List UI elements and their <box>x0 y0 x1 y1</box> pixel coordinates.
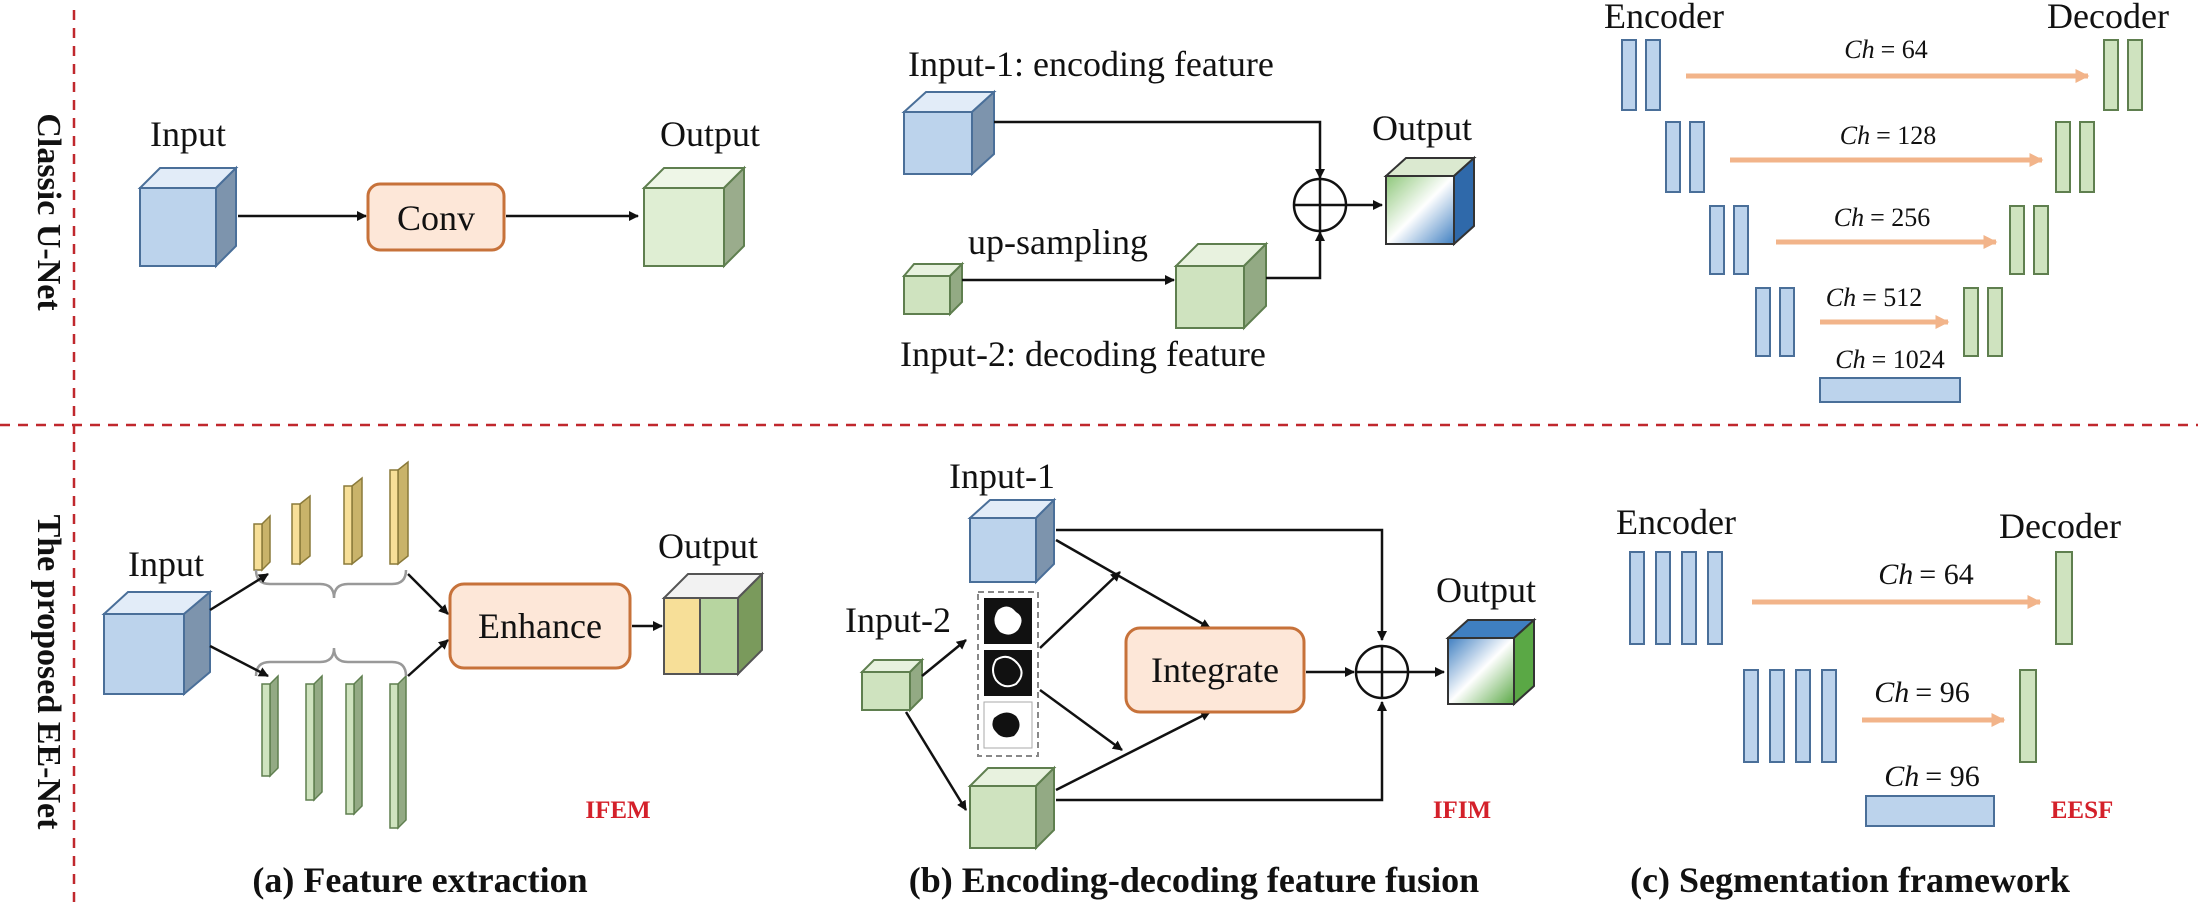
caption-a: (a) Feature extraction <box>252 860 587 900</box>
b-bot-sum-node <box>1354 644 1410 700</box>
b-bot-input2-label: Input-2 <box>845 600 951 640</box>
ifim-tag: IFIM <box>1433 797 1491 824</box>
b-top-sum-node <box>1292 177 1348 233</box>
c-top-ch-64: Ch= 64 <box>1844 35 1928 64</box>
a-top-input-cube <box>137 165 239 269</box>
c-bot-skip-arrows <box>1752 595 2042 727</box>
b-bot-output-cube <box>1445 617 1537 707</box>
b-bot-arrow-edge-down <box>1039 688 1123 752</box>
c-bot-encoder-label: Encoder <box>1616 502 1736 542</box>
b-bot-input2-cube <box>859 657 925 713</box>
b-top-path-input1 <box>994 120 1325 179</box>
b-top-output-cube <box>1383 155 1477 247</box>
c-bot-ch-64: Ch= 64 <box>1878 558 1973 591</box>
c-top-ch-1024: Ch= 1024 <box>1835 345 1945 374</box>
c-bot-encoder-bars <box>1629 551 1995 827</box>
a-bot-arrow-join-down <box>407 639 449 677</box>
conv-block: Conv <box>366 182 506 252</box>
c-top-encoder-label: Encoder <box>1604 0 1724 36</box>
c-top-ch-128: Ch= 128 <box>1840 121 1937 150</box>
a-bot-arrow-down <box>209 644 269 678</box>
a-bot-arrow-up <box>209 572 269 612</box>
b-bot-path-in1-sum <box>1056 528 1387 641</box>
c-top-ch-512: Ch= 512 <box>1826 283 1923 312</box>
c-bot-ch-96-a: Ch= 96 <box>1874 676 1969 709</box>
b-top-input2-label: Input-2: decoding feature <box>900 334 1266 374</box>
b-bot-output-label: Output <box>1436 570 1536 610</box>
b-top-output-label: Output <box>1372 108 1472 148</box>
a-bot-output-label: Output <box>658 526 758 566</box>
a-bot-output-cube <box>661 571 765 677</box>
b-top-path-input2 <box>1266 231 1325 280</box>
b-bot-arrow-in2-down <box>904 711 968 811</box>
edge-map-stack <box>977 591 1039 757</box>
b-bot-arrow-dec-integrate <box>1055 710 1211 792</box>
b-bot-arrow-in2-up <box>921 639 967 677</box>
svg-text:Enhance: Enhance <box>478 606 602 646</box>
b-top-upsampling-label: up-sampling <box>968 222 1148 262</box>
caption-c: (c) Segmentation framework <box>1630 860 2070 900</box>
row-label-classic: Classic U-Net <box>30 113 67 311</box>
upper-brace <box>254 569 408 599</box>
yellow-feature-bars <box>253 460 409 572</box>
svg-text:Integrate: Integrate <box>1151 650 1279 690</box>
b-bot-input1-label: Input-1 <box>949 456 1055 496</box>
c-top-ch-256: Ch= 256 <box>1834 203 1931 232</box>
b-bot-arrow-edge-up <box>1039 571 1121 649</box>
a-top-output-label: Output <box>660 114 760 154</box>
b-top-input1-cube <box>901 89 997 177</box>
a-top-output-cube <box>641 165 747 269</box>
c-bot-decoder-bars <box>2019 551 2073 763</box>
integrate-block: Integrate <box>1124 626 1306 714</box>
b-bot-arrow-in1-integrate <box>1055 538 1211 630</box>
row-label-proposed: The proposed EE-Net <box>30 515 67 831</box>
b-top-input2-cube <box>901 261 965 317</box>
caption-b: (b) Encoding-decoding feature fusion <box>909 860 1479 900</box>
enhance-block: Enhance <box>448 582 632 670</box>
c-bot-ch-96-b: Ch= 96 <box>1884 760 1979 793</box>
b-bot-path-dec-sum <box>1056 701 1387 802</box>
a-top-input-label: Input <box>150 114 226 154</box>
c-top-encoder-bars <box>1621 39 1961 403</box>
a-bot-input-cube <box>101 589 213 697</box>
b-bot-input1-cube <box>967 497 1057 585</box>
ifem-tag: IFEM <box>585 797 650 824</box>
eesf-tag: EESF <box>2051 797 2114 824</box>
lower-brace <box>254 647 408 677</box>
c-top-decoder-bars <box>1963 39 2143 357</box>
b-top-input1-label: Input-1: encoding feature <box>908 44 1274 84</box>
b-bot-decoder-cube <box>967 765 1057 851</box>
b-top-upsampled-cube <box>1173 241 1269 331</box>
a-bot-input-label: Input <box>128 544 204 584</box>
svg-text:Conv: Conv <box>397 198 475 238</box>
a-bot-arrow-join-up <box>407 573 449 615</box>
c-top-skip-arrows <box>1686 69 2090 329</box>
c-bot-decoder-label: Decoder <box>1999 506 2121 546</box>
green-feature-bars <box>261 674 407 830</box>
c-top-decoder-label: Decoder <box>2047 0 2169 36</box>
